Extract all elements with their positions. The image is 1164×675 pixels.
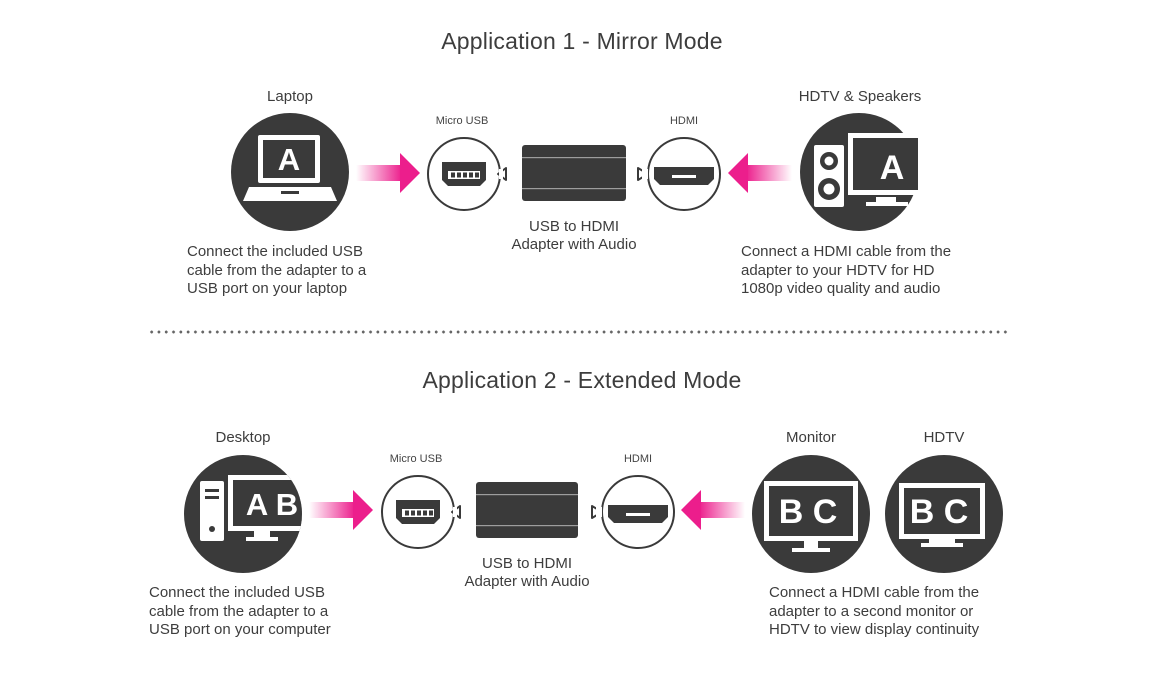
description-line: Connect the included USB xyxy=(187,243,363,260)
adapter-caption-line2: Adapter with Audio xyxy=(511,236,637,253)
app2-title: Application 2 - Extended Mode xyxy=(422,367,742,393)
hdtv-screen-letters: B C xyxy=(910,493,969,531)
description-line: USB port on your laptop xyxy=(187,280,348,297)
arrow-left-icon xyxy=(681,490,745,530)
app1-title: Application 1 - Mirror Mode xyxy=(441,28,723,54)
desktop-label: Desktop xyxy=(215,429,271,446)
adapter-icon xyxy=(522,145,626,201)
description-line: Connect the included USB xyxy=(149,584,325,601)
arrow-right-icon xyxy=(309,490,373,530)
dotted-divider xyxy=(148,330,1010,334)
hdtv-description: Connect a HDMI cable from the adapter to… xyxy=(741,243,951,299)
hdtv-label: HDTV xyxy=(923,429,965,446)
description-line: 1080p video quality and audio xyxy=(741,280,941,297)
hdmi-label: HDMI xyxy=(669,115,699,127)
monitor-description: Connect a HDMI cable from the adapter to… xyxy=(769,584,979,640)
adapter-caption: USB to HDMI Adapter with Audio xyxy=(474,218,674,254)
laptop-description: Connect the included USB cable from the … xyxy=(187,243,366,299)
desktop-description: Connect the included USB cable from the … xyxy=(149,584,331,640)
desktop-icon: A B xyxy=(184,455,302,573)
adapter-caption-line2: Adapter with Audio xyxy=(464,573,590,590)
hdmi-label: HDMI xyxy=(623,453,653,465)
laptop-label: Laptop xyxy=(267,88,313,105)
adapter-caption-line1: USB to HDMI xyxy=(528,218,619,235)
laptop-icon: A xyxy=(231,113,349,231)
hdtv-speakers-label: HDTV & Speakers xyxy=(798,88,922,105)
adapter-caption-line1: USB to HDMI xyxy=(481,555,572,572)
monitor-label: Monitor xyxy=(785,429,837,446)
description-line: Connect a HDMI cable from the xyxy=(741,243,952,260)
micro-usb-label: Micro USB xyxy=(389,453,443,465)
hdmi-port-icon xyxy=(637,137,721,211)
micro-usb-label: Micro USB xyxy=(435,115,489,127)
adapter-icon xyxy=(476,482,578,538)
description-line: adapter to a second monitor or xyxy=(769,602,974,620)
description-line: Connect a HDMI cable from the xyxy=(769,584,980,601)
arrow-left-icon xyxy=(728,153,792,193)
description-line: HDTV to view display continuity xyxy=(769,621,980,638)
hdmi-port-icon xyxy=(591,475,675,549)
hdtv-screen-letter: A xyxy=(880,149,905,187)
hdtv-speakers-icon: A xyxy=(800,113,918,231)
description-line: adapter to your HDTV for HD xyxy=(741,261,935,279)
description-line: USB port on your computer xyxy=(149,621,331,638)
hdtv-icon: B C xyxy=(885,455,1003,573)
description-line: cable from the adapter to a xyxy=(187,261,367,279)
description-line: cable from the adapter to a xyxy=(149,602,329,620)
arrow-right-icon xyxy=(356,153,420,193)
micro-usb-port-icon xyxy=(381,475,461,549)
adapter-caption: USB to HDMI Adapter with Audio xyxy=(427,555,627,591)
laptop-screen-letter: A xyxy=(278,142,300,177)
micro-usb-port-icon xyxy=(427,137,507,211)
monitor-screen-letters: B C xyxy=(779,493,838,531)
desktop-screen-letters: A B xyxy=(246,487,298,522)
monitor-icon: B C xyxy=(752,455,870,573)
